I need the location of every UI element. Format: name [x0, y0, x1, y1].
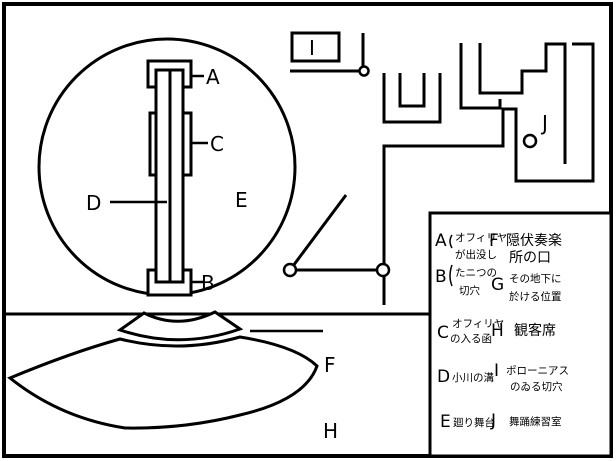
legend-text-f-2: 所の口 [509, 250, 551, 266]
legend-text-d: 小川の溝 [452, 371, 494, 384]
room-left-door [398, 73, 426, 108]
legend-box [428, 211, 613, 458]
legend-text-g-2: 於ける位置 [509, 290, 562, 303]
legend-key-d: D [437, 367, 450, 387]
legend-key-a: A [435, 231, 447, 251]
hinged-panel-right-pivot [375, 262, 391, 278]
legend-text-j: 舞踊練習室 [509, 415, 562, 428]
label-h: H [323, 419, 338, 443]
legend-text-g-1: その地下に [509, 272, 562, 285]
legend-key-b: B [435, 267, 447, 287]
legend-key-j: J [490, 411, 496, 431]
legend-text-a-1: オフィリヤ [455, 232, 507, 244]
label-i-box [290, 31, 341, 63]
legend-key-f: F [489, 231, 499, 251]
orchestra-pit-opening [116, 310, 244, 342]
legend-text-i-2: のゐる切穴 [510, 380, 563, 393]
legend-text-h: 観客席 [514, 322, 556, 339]
dance-room-marker [522, 133, 538, 149]
hinged-panel-left-pivot [282, 262, 298, 278]
room-left [382, 73, 442, 124]
label-d: D [86, 191, 101, 215]
dance-room-wall [382, 42, 595, 305]
legend-brace-a [449, 234, 453, 249]
label-e: E [235, 188, 248, 212]
legend-text-f-1: 隠伏奏楽 [506, 233, 562, 249]
label-a: A [206, 65, 220, 89]
legend-text-b-1: たニつの [455, 267, 497, 279]
legend-key-g: G [491, 275, 504, 295]
room-right-outer [459, 43, 502, 110]
label-j: J [540, 111, 548, 135]
label-f: F [324, 353, 336, 377]
legend-key-c: C [437, 323, 449, 343]
label-i: I [309, 36, 315, 60]
legend-key-e: E [440, 412, 451, 432]
legend-key-h: H [491, 321, 504, 341]
legend-text-a-2: が出没し [455, 248, 497, 261]
label-c: C [210, 132, 224, 156]
legend-text-b-2: 切穴 [459, 284, 480, 297]
legend-text-c-1: オフィリヤ [452, 318, 504, 330]
room-right-inner [478, 42, 567, 164]
hinged-panel-diagonal [288, 194, 348, 271]
legend-key-i: I [494, 361, 499, 381]
legend-brace-b [449, 264, 453, 287]
label-b: B [201, 271, 215, 295]
legend-text-e: 廻り舞台 [453, 416, 495, 429]
polonius-trap-hinge [358, 65, 370, 77]
legend: A オフィリヤ が出没し B たニつの 切穴 C オフィリヤ の入る函 D 小川… [435, 231, 569, 432]
legend-text-c-2: の入る函 [450, 333, 492, 345]
underground-position-arc [7, 335, 319, 430]
legend-text-i-1: ポローニアス [506, 365, 569, 377]
